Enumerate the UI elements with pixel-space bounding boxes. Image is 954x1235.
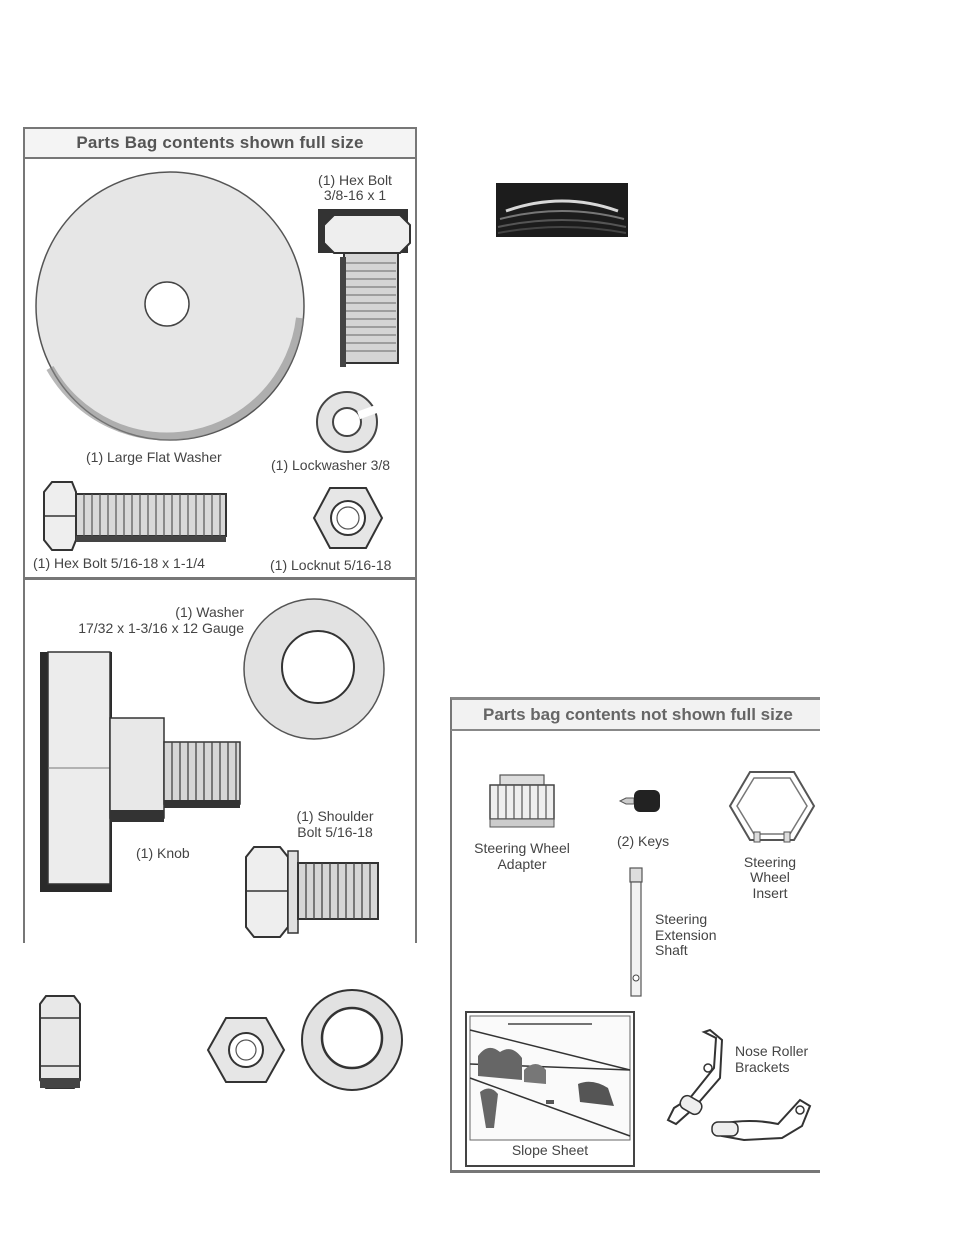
hex-nut-side-illustration: [39, 995, 81, 1089]
nose-roller-brackets-illustration: [666, 1028, 812, 1142]
shoulder-bolt-illustration: [245, 846, 379, 938]
knob-label: (1) Knob: [136, 845, 190, 861]
lockwasher-label: (1) Lockwasher 3/8: [271, 457, 391, 473]
flat-washer-illustration: [301, 989, 403, 1091]
steering-extension-shaft-label-line1: Steering: [655, 911, 708, 927]
steering-wheel-adapter-illustration: [489, 774, 555, 828]
steering-extension-shaft-label-line3: Shaft: [655, 942, 688, 958]
not-full-size-panel-title: Parts bag contents not shown full size: [450, 697, 820, 731]
shoulder-bolt-label-line2: Bolt 5/16-18: [297, 824, 373, 840]
locknut-illustration: [312, 487, 384, 549]
lockwasher-illustration: [316, 391, 379, 453]
washer-label-line1: (1) Washer: [175, 604, 244, 620]
full-size-panel-title: Parts Bag contents shown full size: [23, 127, 417, 159]
hex-bolt-5-16-illustration: [43, 481, 227, 551]
nose-roller-brackets-label-line2: Brackets: [735, 1059, 790, 1075]
large-flat-washer-illustration: [35, 171, 305, 441]
hex-nut-illustration: [206, 1017, 286, 1083]
washer-label-line2: 17/32 x 1-3/16 x 12 Gauge: [78, 620, 244, 636]
nose-roller-brackets-label-line1: Nose Roller: [735, 1043, 809, 1059]
steering-wheel-insert-label-line2: Wheel: [750, 869, 790, 885]
steering-extension-shaft-label-line2: Extension: [655, 927, 717, 943]
steering-extension-shaft-illustration: [629, 867, 643, 997]
large-flat-washer-label: (1) Large Flat Washer: [86, 449, 222, 465]
steering-wheel-insert-label-line3: Insert: [752, 885, 788, 901]
slope-sheet-label: Slope Sheet: [511, 1142, 589, 1158]
knob-illustration: [40, 651, 241, 892]
hex-bolt-5-16-label: (1) Hex Bolt 5/16-18 x 1-1/4: [33, 555, 205, 571]
steering-wheel-insert-illustration: [728, 771, 816, 843]
slope-sheet-illustration: [465, 1011, 635, 1167]
hex-bolt-3-8-label-line1: (1) Hex Bolt: [318, 172, 392, 188]
key-illustration: [618, 790, 660, 812]
seat-photo-fragment: [496, 183, 628, 237]
shoulder-bolt-label-line1: (1) Shoulder: [296, 808, 374, 824]
hex-bolt-3-8-label-line2: 3/8-16 x 1: [323, 187, 387, 203]
locknut-label: (1) Locknut 5/16-18: [270, 557, 392, 573]
steering-wheel-adapter-label-line2: Adapter: [497, 856, 547, 872]
hex-bolt-3-8-illustration: [318, 209, 411, 367]
keys-label: (2) Keys: [617, 833, 670, 849]
steering-wheel-adapter-label-line1: Steering Wheel: [474, 840, 570, 856]
steering-wheel-insert-label-line1: Steering: [743, 854, 797, 870]
panel-divider: [23, 577, 417, 580]
washer-illustration: [243, 598, 385, 740]
